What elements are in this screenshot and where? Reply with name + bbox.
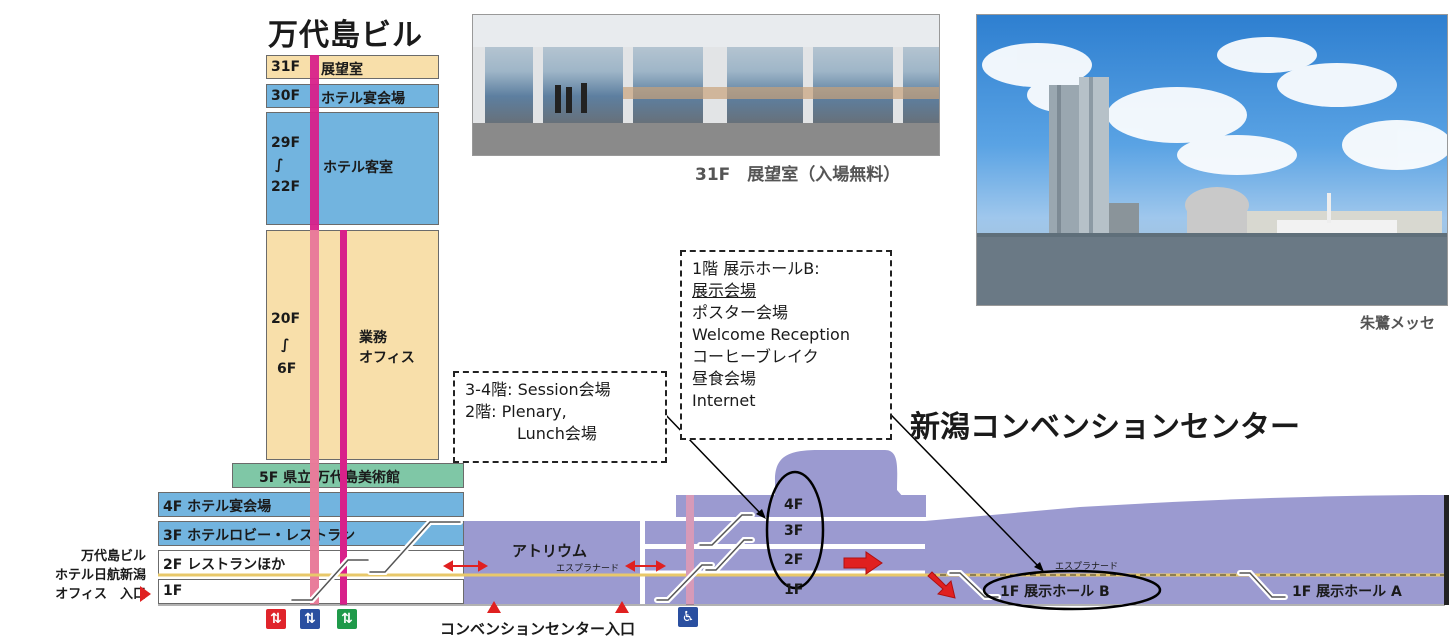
convention-entrance-marker-2 bbox=[615, 601, 629, 613]
floor-20-number: 20F bbox=[271, 311, 301, 327]
floor-31-label: 展望室 bbox=[321, 62, 363, 78]
floor-30-label: ホテル宴会場 bbox=[321, 91, 405, 107]
callout-exhibit-line: 展示会場 bbox=[692, 281, 757, 300]
center-elevator-line bbox=[686, 495, 694, 605]
convention-floor-1: 1F bbox=[784, 582, 804, 598]
elevator-icon: ⇅ bbox=[266, 609, 286, 629]
floor-29-22-label: ホテル客室 bbox=[323, 160, 393, 176]
callout-plenary-line: 2階: Plenary, bbox=[465, 402, 567, 421]
elevator-icon-3: ⇅ bbox=[337, 609, 357, 629]
floor-3-label: 3F ホテルロビー・レストラン bbox=[163, 528, 356, 544]
floor-29-number: 29F bbox=[271, 135, 301, 151]
callout-internet-line: Internet bbox=[692, 391, 756, 410]
red-arrow-icon bbox=[843, 551, 956, 599]
esplanade-label-2: エスプラナード bbox=[1055, 562, 1119, 572]
observation-room-photo bbox=[472, 14, 940, 156]
floor-5-label: 5F 県立 万代島美術館 bbox=[259, 470, 401, 486]
atrium-label: アトリウム bbox=[512, 542, 588, 560]
callout-hall-b-title: 1階 展示ホールB: bbox=[692, 259, 820, 278]
floor-4-label: 4F ホテル宴会場 bbox=[163, 499, 272, 515]
elevator-icon-2: ⇅ bbox=[300, 609, 320, 629]
elevator-line-overlay bbox=[310, 230, 319, 605]
callout-poster-line: ポスター会場 bbox=[692, 303, 789, 322]
office-label-2: オフィス bbox=[359, 350, 415, 366]
floor-31: 31F 展望室 bbox=[266, 55, 439, 79]
elevator-line-office bbox=[340, 230, 347, 605]
hall-body bbox=[925, 495, 1445, 604]
callout-lunch-line: Lunch会場 bbox=[517, 424, 597, 443]
center-4f bbox=[676, 495, 926, 517]
convention-floor-2: 2F bbox=[784, 552, 804, 568]
floor-6-number: 6F bbox=[277, 361, 297, 377]
floor-1-label: 1F bbox=[163, 583, 183, 599]
tower-entrance-arrow bbox=[140, 586, 151, 602]
floor-range-tilde: ∫ bbox=[275, 157, 284, 173]
entrance-line3: オフィス 入口 bbox=[55, 587, 146, 602]
hall-b-ellipse bbox=[982, 569, 1162, 611]
red-double-arrows bbox=[442, 560, 667, 572]
session-callout: 3-4階: Session会場 2階: Plenary, Lunch会場 bbox=[453, 371, 667, 463]
convention-entrance-marker-1 bbox=[487, 601, 501, 613]
observation-caption: 31F 展望室（入場無料） bbox=[695, 165, 901, 185]
callout-welcome-line: Welcome Reception bbox=[692, 325, 850, 344]
entrance-line2: ホテル日航新潟 bbox=[54, 568, 146, 583]
floor-29-22: 29F ∫ 22F ホテル客室 bbox=[266, 112, 439, 225]
hall-b-callout: 1階 展示ホールB: 展示会場 ポスター会場 Welcome Reception… bbox=[680, 250, 892, 440]
floors-ellipse bbox=[765, 470, 825, 590]
convention-floor-4: 4F bbox=[784, 497, 804, 513]
callout-coffee-line: コーヒーブレイク bbox=[692, 347, 819, 366]
messe-caption: 朱鷺メッセ bbox=[1360, 314, 1436, 332]
floor-5: 5F 県立 万代島美術館 bbox=[232, 463, 464, 488]
hall-b-label: 1F 展示ホール B bbox=[1000, 584, 1110, 600]
accessible-icon: ♿ bbox=[678, 607, 698, 627]
convention-floor-3: 3F bbox=[784, 523, 804, 539]
convention-title: 新潟コンベンションセンター bbox=[910, 410, 1300, 445]
convention-entrance-label: コンベンションセンター入口 bbox=[440, 620, 636, 638]
office-label-1: 業務 bbox=[359, 330, 387, 346]
center-tower bbox=[775, 450, 910, 505]
floor-30: 30F ホテル宴会場 bbox=[266, 84, 439, 108]
floor-31-number: 31F bbox=[271, 59, 301, 75]
building-title: 万代島ビル bbox=[268, 18, 423, 53]
esplanade-label: エスプラナード bbox=[556, 564, 620, 574]
floor-30-number: 30F bbox=[271, 88, 301, 104]
floor-22-number: 22F bbox=[271, 179, 301, 195]
entrance-line1: 万代島ビル bbox=[80, 549, 146, 564]
hall-a-label: 1F 展示ホール A bbox=[1292, 584, 1402, 600]
atrium-block bbox=[464, 521, 640, 604]
callout-session-line: 3-4階: Session会場 bbox=[465, 380, 611, 399]
callout-lunch-hall-line: 昼食会場 bbox=[692, 369, 757, 388]
escalators bbox=[287, 512, 1288, 603]
floor-20-6: 20F ∫ 6F 業務 オフィス bbox=[266, 230, 439, 460]
toki-messe-photo bbox=[976, 14, 1448, 306]
floor-range-tilde-2: ∫ bbox=[281, 337, 290, 353]
floor-2-label: 2F レストランほか bbox=[163, 557, 286, 573]
